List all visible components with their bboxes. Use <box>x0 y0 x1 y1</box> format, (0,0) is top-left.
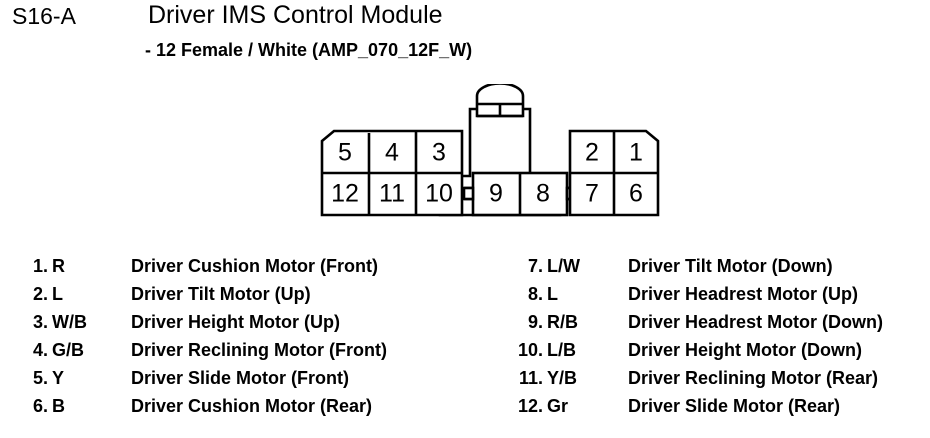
wire-color-code: L/B <box>547 340 576 360</box>
diagram-header: S16-A Driver IMS Control Module - 12 Fem… <box>0 0 930 78</box>
pin-legend-left-column: 1. R Driver Cushion Motor (Front) 2. L D… <box>14 252 484 420</box>
pin-label-9: 9 <box>489 180 503 208</box>
pin-legend: 1. R Driver Cushion Motor (Front) 2. L D… <box>0 252 930 438</box>
connector-right-group <box>568 129 660 217</box>
pin-description: Driver Tilt Motor (Up) <box>131 284 311 304</box>
page-title: Driver IMS Control Module <box>148 1 443 29</box>
pin-legend-row: 2. L Driver Tilt Motor (Up) <box>14 280 484 308</box>
pin-legend-row: 4. G/B Driver Reclining Motor (Front) <box>14 336 484 364</box>
pin-legend-row: 3. W/B Driver Height Motor (Up) <box>14 308 484 336</box>
pin-number: 8. <box>527 284 543 304</box>
pin-label-2: 2 <box>585 139 599 167</box>
pin-description: Driver Slide Motor (Rear) <box>628 396 841 416</box>
pin-description: Driver Headrest Motor (Up) <box>628 284 859 304</box>
connector-code-label: S16-A <box>12 3 76 29</box>
connector-left-group <box>320 129 464 217</box>
connector-pinout-drawing: 5 4 3 2 1 12 11 10 9 8 7 6 <box>300 84 680 224</box>
pin-legend-row: 11. Y/B Driver Reclining Motor (Rear) <box>509 364 930 392</box>
pin-description: Driver Headrest Motor (Down) <box>628 312 884 332</box>
pin-description: Driver Reclining Motor (Rear) <box>628 368 879 388</box>
pin-label-8: 8 <box>536 180 550 208</box>
pin-number: 2. <box>32 284 48 304</box>
pin-description: Driver Cushion Motor (Rear) <box>131 396 373 416</box>
pin-number: 7. <box>527 256 543 276</box>
pin-number: 12. <box>517 396 543 416</box>
wire-color-code: Y/B <box>547 368 578 388</box>
pin-legend-right-column: 7. L/W Driver Tilt Motor (Down) 8. L Dri… <box>509 252 930 420</box>
wire-color-code: R <box>52 256 65 276</box>
connector-latch-tab-icon <box>475 84 525 118</box>
pin-legend-row: 8. L Driver Headrest Motor (Up) <box>509 280 930 308</box>
pin-legend-row: 7. L/W Driver Tilt Motor (Down) <box>509 252 930 280</box>
wire-color-code: L/W <box>547 256 580 276</box>
pin-number: 4. <box>32 340 48 360</box>
pin-legend-row: 5. Y Driver Slide Motor (Front) <box>14 364 484 392</box>
wire-color-code: W/B <box>52 312 87 332</box>
pin-label-1: 1 <box>629 139 643 167</box>
wire-color-code: Y <box>52 368 65 388</box>
pin-description: Driver Slide Motor (Front) <box>131 368 350 388</box>
pin-number: 5. <box>32 368 48 388</box>
pin-description: Driver Height Motor (Down) <box>628 340 862 360</box>
pin-number: 1. <box>32 256 48 276</box>
wire-color-code: G/B <box>52 340 85 360</box>
wire-color-code: B <box>52 396 65 416</box>
pin-legend-row: 1. R Driver Cushion Motor (Front) <box>14 252 484 280</box>
pin-label-11: 11 <box>379 180 405 208</box>
pin-description: Driver Tilt Motor (Down) <box>628 256 833 276</box>
pin-label-4: 4 <box>385 139 399 167</box>
pin-description: Driver Height Motor (Up) <box>131 312 340 332</box>
wire-color-code: L <box>52 284 63 304</box>
pin-number: 11. <box>518 368 543 388</box>
pin-legend-row: 10. L/B Driver Height Motor (Down) <box>509 336 930 364</box>
pin-label-6: 6 <box>629 180 643 208</box>
wire-color-code: R/B <box>547 312 578 332</box>
pin-number: 10. <box>517 340 543 360</box>
pin-legend-row: 9. R/B Driver Headrest Motor (Down) <box>509 308 930 336</box>
pin-number: 9. <box>527 312 543 332</box>
pin-label-3: 3 <box>432 139 446 167</box>
pin-number: 3. <box>32 312 48 332</box>
pin-legend-row: 12. Gr Driver Slide Motor (Rear) <box>509 392 930 420</box>
connector-middle-group <box>462 171 578 217</box>
wire-color-code: L <box>547 284 558 304</box>
pin-description: Driver Reclining Motor (Front) <box>131 340 387 360</box>
pin-legend-row: 6. B Driver Cushion Motor (Rear) <box>14 392 484 420</box>
pin-label-5: 5 <box>338 139 352 167</box>
connector-subtitle: - 12 Female / White (AMP_070_12F_W) <box>145 40 473 60</box>
pin-label-12: 12 <box>331 180 359 208</box>
pin-label-7: 7 <box>585 180 599 208</box>
pin-number: 6. <box>32 396 48 416</box>
wire-color-code: Gr <box>547 396 569 416</box>
pin-description: Driver Cushion Motor (Front) <box>131 256 378 276</box>
pin-label-10: 10 <box>425 180 453 208</box>
